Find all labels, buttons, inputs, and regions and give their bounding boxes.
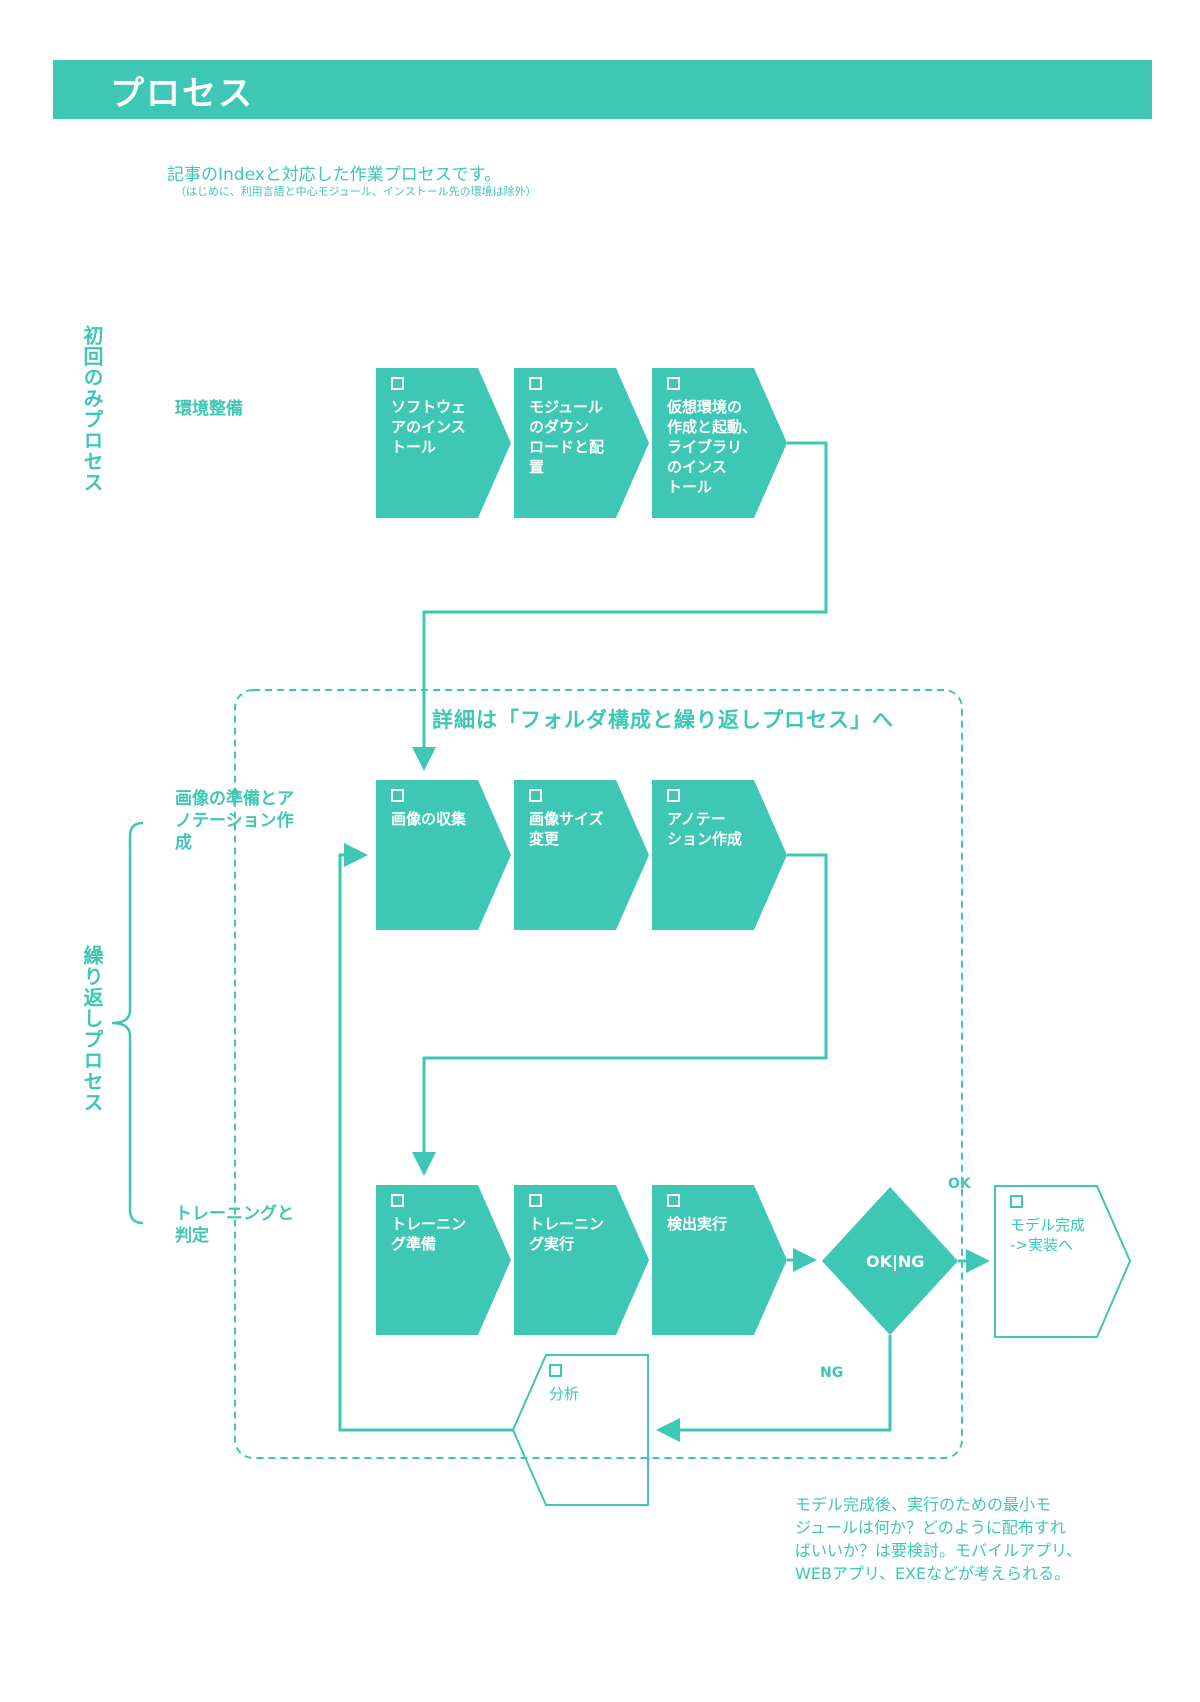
step-line: 画像サイズ (529, 810, 604, 828)
repeat-brace (111, 821, 144, 1225)
ng-label: NG (820, 1365, 844, 1381)
step-training-run[interactable]: トレーニン グ実行 (529, 1194, 604, 1254)
footnote-line: ばいいか？は要検討。モバイルアプリ、 (795, 1541, 1083, 1560)
step-training-prep[interactable]: トレーニン グ準備 (391, 1194, 466, 1254)
step-shape-1 (376, 368, 511, 518)
section-repeat-label: 繰り返しプロセス (80, 945, 104, 1113)
step-line: のダウン (529, 418, 590, 436)
step-line: ->実装へ (1010, 1236, 1073, 1254)
step-virtual-env[interactable]: 仮想環境の 作成と起動、 ライブラリ のインス トール (667, 377, 757, 497)
decision-label: OK|NG (866, 1252, 925, 1271)
step-line: 検出実行 (667, 1215, 728, 1233)
step-shape-4 (376, 780, 511, 930)
checkbox-icon[interactable] (529, 789, 542, 802)
page-title: プロセス (110, 74, 254, 114)
header-bar: プロセス (53, 60, 1152, 119)
step-shape-10 (994, 1185, 1132, 1338)
group-image-line3: 成 (175, 833, 192, 853)
step-collect-images[interactable]: 画像の収集 (391, 789, 466, 829)
step-line: アのインス (391, 418, 466, 436)
step-shape-7 (376, 1185, 511, 1335)
section-first-label: 初回のみプロセス (80, 325, 104, 493)
step-line: アノテー (667, 810, 726, 828)
step-line: ライブラリ (667, 438, 743, 456)
step-resize-images[interactable]: 画像サイズ 変更 (529, 789, 604, 849)
checkbox-icon[interactable] (549, 1364, 562, 1377)
step-line: トール (391, 438, 437, 456)
checkbox-icon[interactable] (391, 1194, 404, 1207)
checkbox-icon[interactable] (391, 377, 404, 390)
detail-title: 詳細は「フォルダ構成と繰り返しプロセス」へ (428, 704, 898, 734)
step-shape-9 (652, 1185, 787, 1335)
group-image-label: 画像の準備とア ノテーション作 成 (175, 788, 294, 854)
intro-text: 記事のIndexと対応した作業プロセスです。 (167, 165, 502, 185)
step-line: 作成と起動、 (667, 418, 758, 436)
step-annotation[interactable]: アノテー ション作成 (667, 789, 742, 849)
decision-diamond (822, 1187, 958, 1335)
step-shape-8 (514, 1185, 649, 1335)
footnote: モデル完成後、実行のための最小モ ジュールは何か？どのように配布すれ ばいいか？… (795, 1493, 1082, 1585)
detail-frame (234, 689, 963, 1459)
step-download-modules[interactable]: モジュール のダウン ロードと配 置 (529, 377, 604, 477)
step-line: 画像の収集 (391, 810, 467, 828)
connector-row1-row2 (412, 441, 828, 771)
group-image-line2: ノテーション作 (175, 811, 294, 831)
step-shape-3 (652, 368, 787, 518)
group-env-label: 環境整備 (175, 399, 243, 419)
group-train-line2: 判定 (175, 1226, 209, 1246)
step-line: トレーニン (391, 1215, 467, 1233)
step-model-complete[interactable]: モデル完成 ->実装へ (1010, 1195, 1085, 1255)
checkbox-icon[interactable] (1010, 1195, 1023, 1208)
intro-note: （はじめに、利用言語と中心モジュール、インストール先の環境は除外） (175, 185, 537, 198)
connector-ng (656, 1335, 892, 1442)
checkbox-icon[interactable] (391, 789, 404, 802)
group-train-label: トレーニングと 判定 (175, 1203, 294, 1247)
step-line: モジュール (529, 398, 603, 416)
step-shape-2 (514, 368, 649, 518)
step-line: ロードと配 (529, 438, 605, 456)
checkbox-icon[interactable] (667, 789, 680, 802)
footnote-line: WEBアプリ、EXEなどが考えられる。 (795, 1564, 1071, 1583)
footnote-line: ジュールは何か？どのように配布すれ (795, 1518, 1066, 1537)
step-install-software[interactable]: ソフトウェ アのインス トール (391, 377, 466, 457)
step-line: グ実行 (529, 1235, 575, 1253)
step-line: モデル完成 (1010, 1216, 1086, 1234)
checkbox-icon[interactable] (667, 377, 680, 390)
connector-row2-row3 (412, 853, 828, 1176)
step-shape-5 (514, 780, 649, 930)
step-line: 置 (529, 458, 545, 476)
step-line: のインス (667, 458, 727, 476)
group-image-line1: 画像の準備とア (175, 789, 294, 809)
step-line: 分析 (549, 1385, 580, 1403)
step-detection-run[interactable]: 検出実行 (667, 1194, 727, 1234)
checkbox-icon[interactable] (529, 1194, 542, 1207)
step-analysis[interactable]: 分析 (549, 1364, 579, 1404)
step-line: 変更 (529, 830, 560, 848)
connector-loop (338, 843, 513, 1432)
step-shape-6 (652, 780, 787, 930)
step-line: ソフトウェ (391, 398, 467, 416)
step-line: トール (667, 478, 713, 496)
ok-label: OK (948, 1176, 971, 1192)
step-line: ション作成 (667, 830, 743, 848)
step-line: トレーニン (529, 1215, 605, 1233)
footnote-line: モデル完成後、実行のための最小モ (795, 1495, 1052, 1514)
step-line: 仮想環境の (667, 398, 743, 416)
checkbox-icon[interactable] (529, 377, 542, 390)
step-line: グ準備 (391, 1235, 437, 1253)
checkbox-icon[interactable] (667, 1194, 680, 1207)
step-shape-11 (511, 1354, 649, 1506)
